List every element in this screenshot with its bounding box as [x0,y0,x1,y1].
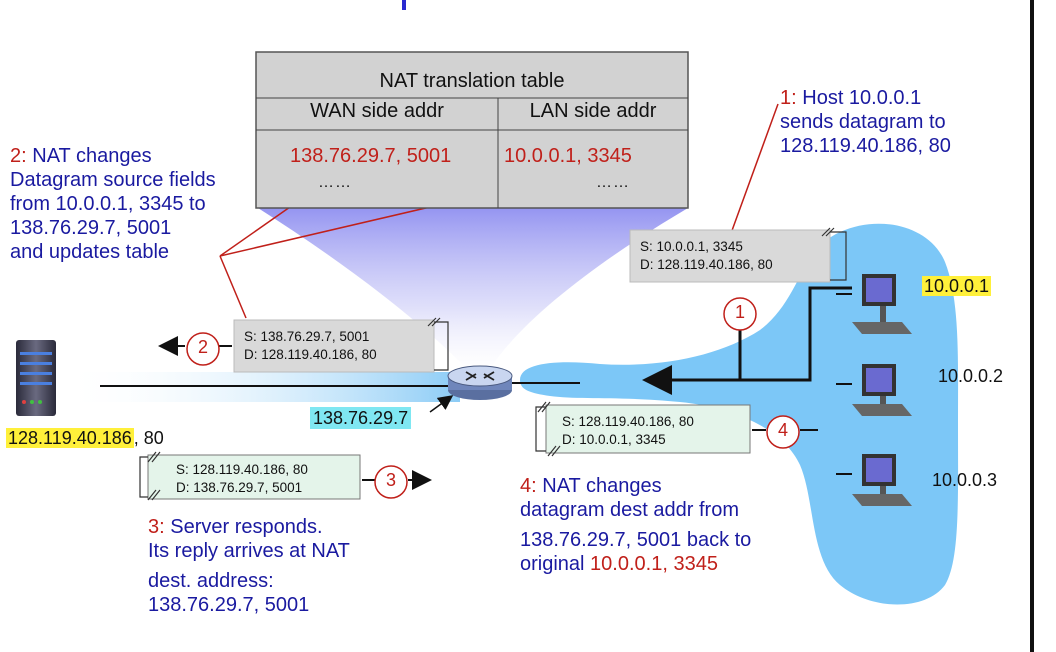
packet-2-box [233,317,449,373]
nat-wan-ip-label: 138.76.29.7 [310,407,412,429]
packet-3-box [139,451,361,501]
host-3-icon [852,454,912,506]
callout-step1 [729,103,779,237]
nat-translation-table [255,51,689,209]
table-funnel [258,208,688,372]
step4-note: 4: NAT changes datagram dest addr from 1… [520,475,752,575]
title-fragment [402,0,406,10]
host-1-icon [852,274,912,334]
step1-path [740,286,852,382]
nat-col-wan: WAN side addr [310,100,444,122]
step4-number: 4 [777,420,788,440]
packet-4-box [535,401,751,457]
wan-ip-pointer [429,395,454,413]
slide-border [1030,0,1034,652]
nat-router-icon [447,365,513,400]
host1-address: 10.0.0.1 [922,276,992,296]
host2-address: 10.0.0.2 [938,366,1004,386]
step2-note: 2: NAT changes Datagram source fields fr… [10,145,216,263]
server-address-label: 128.119.40.186, 80 [6,428,164,448]
step1-note: 1: Host 10.0.0.1 sends datagram to 128.1… [780,87,951,157]
callout-step2-packet [219,255,247,319]
step4-circle [766,415,800,449]
step1-number: 1 [734,302,745,322]
host3-address: 10.0.0.3 [932,470,998,490]
nat-lan-value: 10.0.0.1, 3345 [504,145,632,167]
step2-circle [186,332,220,366]
nat-wan-more: …… [318,174,352,191]
step3-note: 3: Server responds. Its reply arrives at… [148,516,350,616]
step3-number: 3 [385,470,396,490]
nat-wan-value: 138.76.29.7, 5001 [290,145,452,167]
step1-circle [723,297,757,331]
step2-number: 2 [197,337,208,357]
host-2-icon [852,364,912,416]
server-icon [16,340,56,416]
nat-table-title: NAT translation table [379,70,565,92]
nat-lan-more: …… [596,174,630,191]
step3-circle [374,465,408,499]
nat-col-lan: LAN side addr [529,100,657,122]
packet-1-box [629,227,847,283]
